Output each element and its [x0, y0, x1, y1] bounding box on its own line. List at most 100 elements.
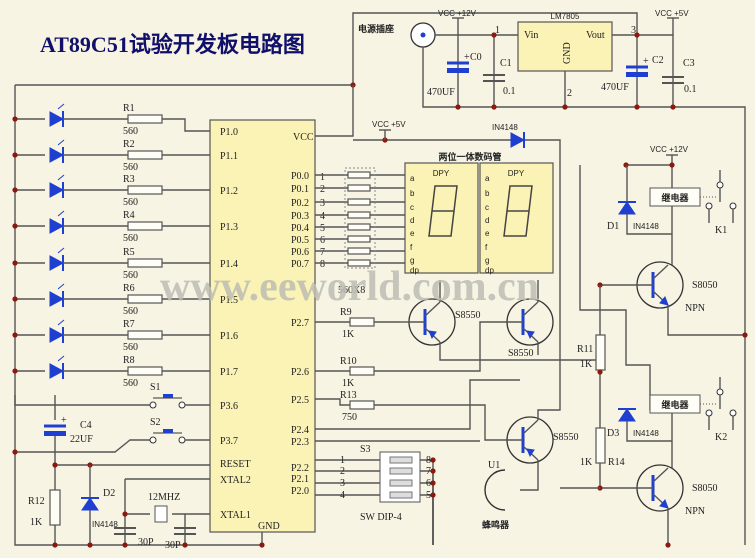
dip-toggle	[389, 456, 413, 464]
npn-label: S8050	[692, 483, 718, 494]
plus-sign: +	[643, 56, 649, 67]
vcc12-label: VCC +12V	[438, 9, 477, 18]
mcu-pin-label-right: P2.4	[291, 425, 309, 436]
r12-resistor	[49, 489, 61, 526]
at89c51-chip	[209, 119, 316, 533]
resnet-label: 560X8	[338, 285, 365, 296]
switch-button	[163, 394, 173, 398]
wire	[439, 342, 600, 361]
diode-in4148	[510, 132, 526, 148]
pin1-label: 1	[495, 25, 500, 36]
led-light-ray	[57, 139, 65, 146]
npn-type-label: NPN	[685, 303, 705, 314]
segment-outline	[428, 185, 458, 237]
r11-label: R11	[577, 344, 593, 355]
r12-label: R12	[28, 496, 45, 507]
relay-contact	[705, 409, 713, 417]
resnet-pin: 3	[320, 198, 325, 209]
led-7	[49, 327, 65, 343]
vcc5-mid-label: VCC +5V	[372, 120, 406, 129]
c3-value: 0.1	[684, 84, 697, 95]
junction-dot	[491, 104, 497, 110]
led-resistor-body	[127, 294, 163, 304]
diode-triangle	[618, 408, 636, 422]
base-resistor-name: R13	[340, 390, 357, 401]
vcc5-label: VCC +5V	[655, 9, 689, 18]
c4-label: C4	[80, 420, 92, 431]
led-5	[49, 255, 65, 271]
buzzer-label: 蜂鸣器	[482, 519, 510, 531]
pin2-label: 2	[567, 88, 572, 99]
junction-dot	[430, 457, 436, 463]
c1-label: C1	[500, 58, 512, 69]
junction-dot	[670, 104, 676, 110]
resnet-element	[347, 198, 371, 206]
switch-contact	[178, 401, 186, 409]
mcu-pin-label-right: P2.2	[291, 463, 309, 474]
relay-contact	[716, 388, 724, 396]
dip-pin-right: 7	[426, 466, 431, 477]
d3-value: IN4148	[633, 429, 659, 438]
resnet-pin: 5	[320, 223, 325, 234]
display-title: 两位一体数码管	[438, 151, 501, 163]
mcu-pin-label-left: P1.1	[220, 151, 238, 162]
mcu-pin-label-right: P0.3	[291, 211, 309, 222]
mcu-pin-label-left: P1.0	[220, 127, 238, 138]
junction-dot	[669, 162, 675, 168]
led-light-ray	[57, 355, 65, 362]
d1-diode	[618, 201, 636, 215]
power-jack-pin	[420, 32, 426, 38]
led-resistor-value: 560	[123, 270, 138, 281]
d3-label: D3	[607, 428, 619, 439]
resnet-pin: 8	[320, 259, 325, 270]
mcu-pin-label-left: P3.6	[220, 401, 238, 412]
display-pin-label: a	[410, 174, 415, 183]
npn-transistor-1	[636, 261, 684, 309]
collector-lead	[522, 301, 539, 317]
xtal-cap-value: 30P	[138, 537, 154, 548]
junction-dot	[623, 162, 629, 168]
c1-capacitor	[483, 74, 505, 82]
led-resistor-body	[127, 185, 163, 195]
watermark-text: www.eeworld.com.cn	[160, 264, 539, 310]
junction-dot	[122, 542, 128, 548]
led-resistor-name: R1	[123, 103, 135, 114]
led-4	[49, 218, 65, 234]
c3-label: C3	[683, 58, 695, 69]
wire	[579, 165, 651, 410]
mcu-pin-label-left: P1.3	[220, 222, 238, 233]
wire	[15, 439, 150, 453]
mcu-pin-label-right: P0.2	[291, 198, 309, 209]
wire	[353, 139, 561, 250]
junction-dot	[597, 369, 603, 375]
mcu-pin-label-right: P0.5	[291, 235, 309, 246]
pin3-label: 3	[631, 25, 636, 36]
dip-pin-right: 6	[426, 478, 431, 489]
mcu-pin-label-left: XTAL1	[220, 510, 251, 521]
regulator-gnd-label: GND	[562, 42, 573, 64]
led-light-ray	[57, 283, 65, 290]
plus-sign: +	[61, 415, 67, 426]
junction-dot	[430, 480, 436, 486]
base-resistor-value: 750	[342, 412, 357, 423]
cap-plate	[626, 72, 648, 77]
mcu-pin-label-left: P1.7	[220, 367, 238, 378]
led-resistor-body	[127, 221, 163, 231]
d2-label: D2	[103, 488, 115, 499]
led-resistor-name: R2	[123, 139, 135, 150]
diode-label: IN4148	[492, 123, 518, 132]
d2-diode	[81, 497, 99, 511]
wire	[315, 398, 350, 406]
mcu-pin-label-right: P2.7	[291, 318, 309, 329]
mcu-pin-label-left: P3.7	[220, 436, 238, 447]
led-resistor-body	[127, 366, 163, 376]
display-pin-label: d	[410, 216, 414, 225]
collector-lead	[522, 419, 539, 435]
led-resistor-name: R4	[123, 210, 135, 221]
led-light-ray	[57, 319, 65, 326]
d1-label: D1	[607, 221, 619, 232]
mcu-pin-label-right: P0.6	[291, 247, 309, 258]
junction-dot	[122, 511, 128, 517]
page-title: AT89C51试验开发板电路图	[40, 32, 305, 57]
